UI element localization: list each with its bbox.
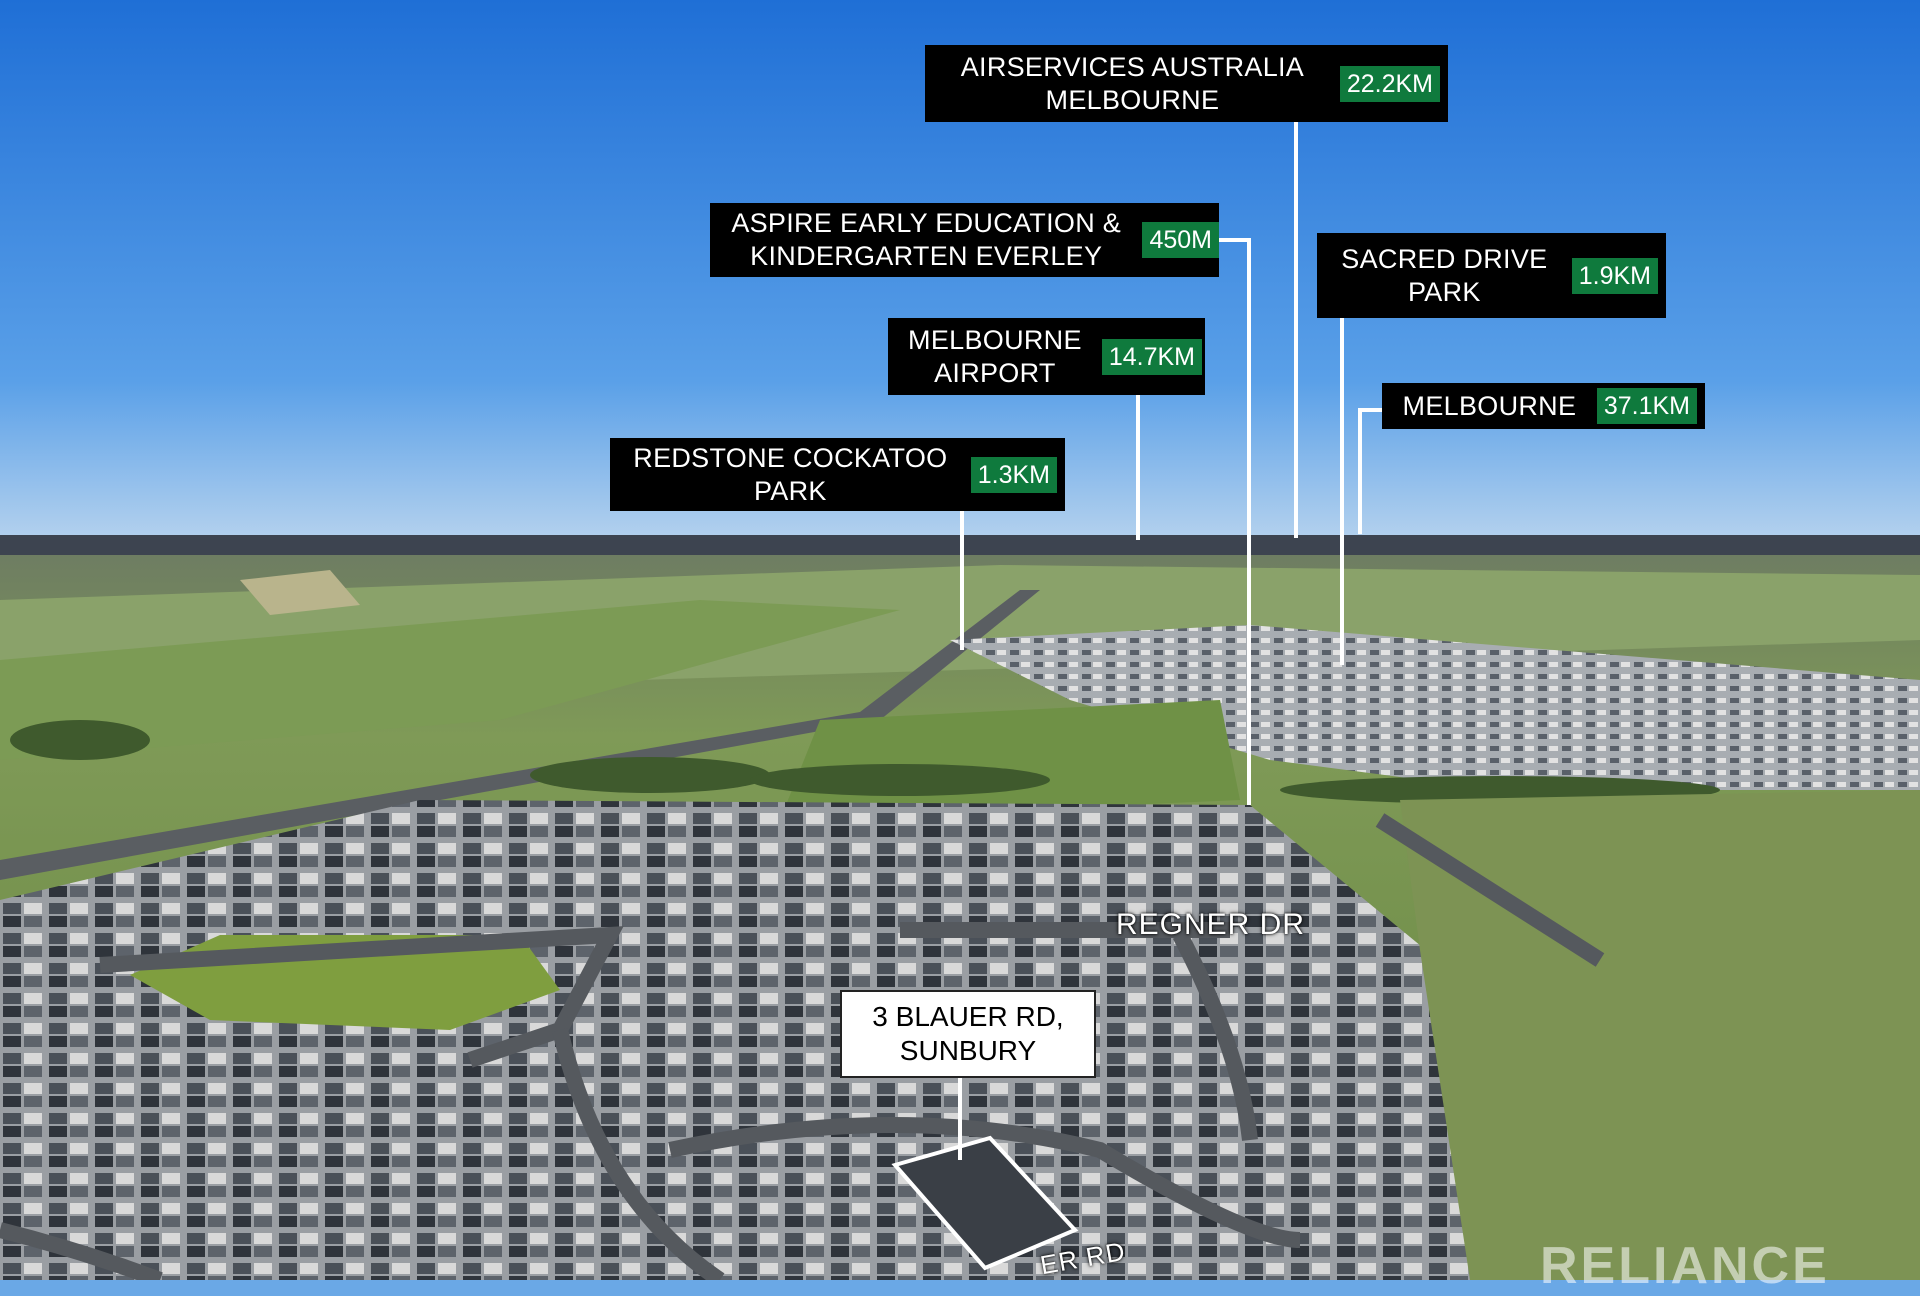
poi-distance-badge: 450M bbox=[1142, 222, 1219, 258]
poi-name: MELBOURNE AIRPORT bbox=[908, 324, 1082, 388]
poi-name: AIRSERVICES AUSTRALIA MELBOURNE bbox=[960, 51, 1305, 115]
poi-label-redstone-cockatoo-park: REDSTONE COCKATOO PARK 1.3KM bbox=[610, 438, 1065, 511]
address-text: 3 BLAUER RD, SUNBURY bbox=[872, 1001, 1064, 1066]
poi-name: ASPIRE EARLY EDUCATION & KINDERGARTEN EV… bbox=[731, 208, 1122, 271]
poi-name: MELBOURNE bbox=[1402, 390, 1577, 421]
poi-label-melbourne-airport: MELBOURNE AIRPORT 14.7KM bbox=[888, 318, 1205, 395]
poi-label-melbourne: MELBOURNE 37.1KM bbox=[1382, 383, 1705, 429]
poi-label-aspire-early-education: ASPIRE EARLY EDUCATION & KINDERGARTEN EV… bbox=[710, 203, 1219, 277]
poi-distance-badge: 14.7KM bbox=[1101, 338, 1202, 375]
poi-distance-badge: 1.9KM bbox=[1571, 257, 1658, 294]
poi-distance-badge: 1.3KM bbox=[970, 456, 1057, 493]
poi-label-sacred-drive-park: SACRED DRIVE PARK 1.9KM bbox=[1317, 233, 1666, 318]
watermark-logo: RELIANCE bbox=[1540, 1237, 1830, 1295]
street-label-regner-dr: REGNER DR bbox=[1116, 908, 1306, 941]
poi-distance-badge: 22.2KM bbox=[1339, 65, 1440, 102]
poi-name: SACRED DRIVE PARK bbox=[1341, 243, 1548, 307]
poi-name: REDSTONE COCKATOO PARK bbox=[633, 442, 948, 506]
poi-label-airservices: AIRSERVICES AUSTRALIA MELBOURNE 22.2KM bbox=[925, 45, 1448, 122]
poi-distance-badge: 37.1KM bbox=[1596, 388, 1697, 424]
property-address-label: 3 BLAUER RD, SUNBURY bbox=[840, 990, 1096, 1078]
